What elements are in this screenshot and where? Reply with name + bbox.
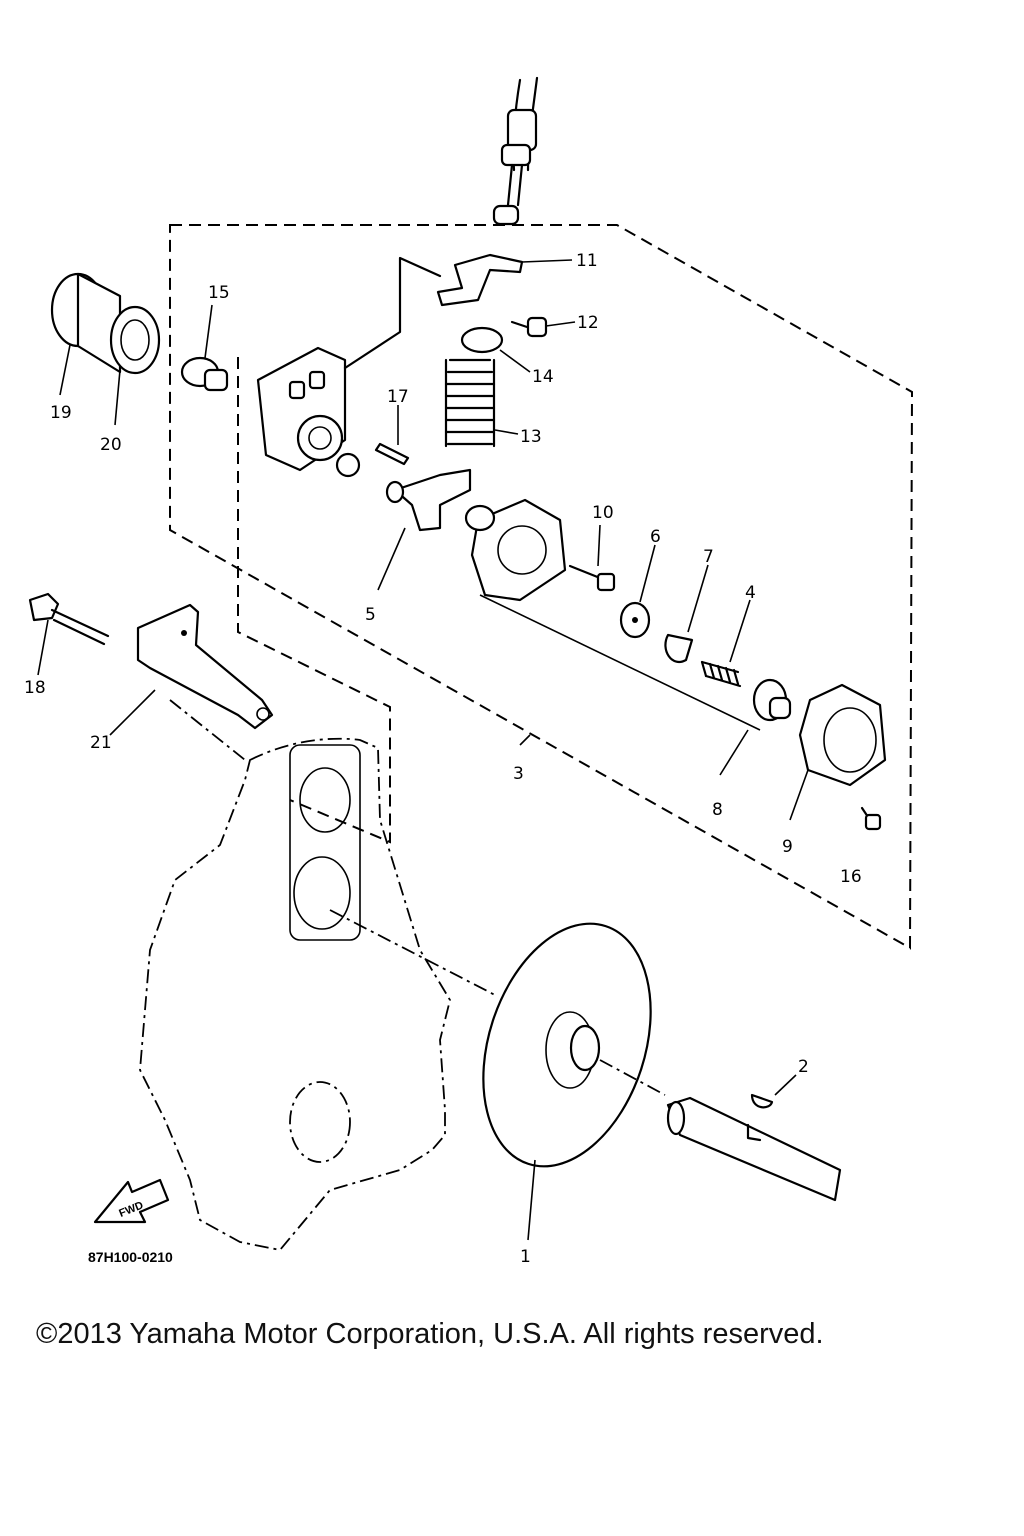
callout-21: 21 — [90, 733, 112, 753]
part-17-pin — [374, 405, 410, 466]
fwd-arrow-icon: FWD — [93, 1178, 170, 1224]
callout-6: 6 — [650, 527, 661, 547]
part-10-bolt — [568, 524, 616, 592]
callout-19: 19 — [50, 403, 72, 423]
sub-boundary — [237, 357, 391, 844]
part-4-spring — [700, 599, 751, 688]
callout-16: 16 — [840, 867, 862, 887]
part-21-bracket — [109, 603, 274, 736]
engine-case-details — [169, 699, 496, 1163]
part-13-spring — [444, 358, 519, 448]
callout-14: 14 — [532, 367, 554, 387]
part-18-bolt — [28, 592, 110, 676]
part-2-key — [750, 1074, 797, 1109]
part-11-bracket — [436, 253, 524, 307]
cable — [492, 76, 539, 226]
callout-11: 11 — [576, 251, 598, 271]
part-8-piston — [719, 678, 792, 776]
callout-18: 18 — [24, 678, 46, 698]
drawing-code: 87H100-0210 — [88, 1249, 173, 1265]
part-14-cap — [460, 326, 504, 354]
callout-9: 9 — [782, 837, 793, 857]
part-12-screw — [510, 316, 576, 338]
crankshaft — [599, 1059, 842, 1202]
valve-housing — [256, 256, 442, 478]
part-9-cover — [789, 683, 887, 821]
part-16-screw — [860, 806, 882, 831]
part-6-washer — [619, 544, 656, 639]
engine-case — [139, 737, 451, 1251]
callout-10: 10 — [592, 503, 614, 523]
flange-housing — [464, 498, 567, 602]
callout-13: 13 — [520, 427, 542, 447]
callout-17: 17 — [387, 387, 409, 407]
part-1-sheave — [482, 922, 652, 1241]
copyright-notice: ©2013 Yamaha Motor Corporation, U.S.A. A… — [36, 1318, 824, 1350]
part-7-clip — [664, 564, 709, 663]
assembly-boundary — [169, 224, 914, 950]
part-5-shaft — [377, 468, 472, 591]
part-15-pin — [180, 304, 229, 392]
callout-4: 4 — [745, 583, 756, 603]
callout-1: 1 — [520, 1247, 531, 1267]
callout-5: 5 — [365, 605, 376, 625]
callout-2: 2 — [798, 1057, 809, 1077]
part-19-cup — [50, 272, 122, 396]
callout-7: 7 — [703, 547, 714, 567]
callout-3: 3 — [513, 764, 524, 784]
callout-20: 20 — [100, 435, 122, 455]
exploded-parts-diagram: FWD 87H100-0210 1 2 3 4 5 6 7 8 9 10 11 … — [24, 76, 914, 1267]
part-20-cup — [109, 305, 161, 426]
callout-8: 8 — [712, 800, 723, 820]
callout-12: 12 — [577, 313, 599, 333]
callout-15: 15 — [208, 283, 230, 303]
